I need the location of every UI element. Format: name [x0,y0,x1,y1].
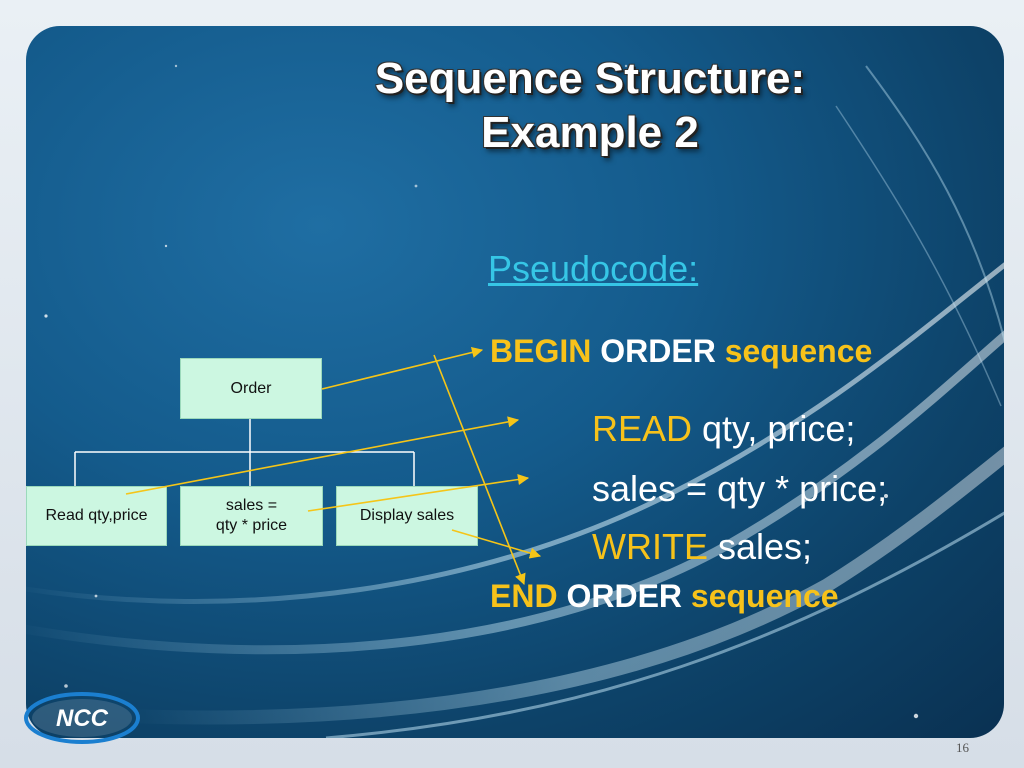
chart-box-sales-line-1: sales = [225,497,278,514]
code-line-end: END ORDER sequence [490,578,839,615]
read-args: qty, price; [692,408,856,449]
title-line-2: Example 2 [481,108,699,157]
chart-box-sales: sales = qty * price [180,486,323,546]
slide-panel: Sequence Structure: Example 2 [26,26,1004,738]
chart-box-display: Display sales [336,486,478,546]
ncc-logo-text: NCC [56,705,109,732]
title-line-1: Sequence Structure: [374,54,806,103]
chart-box-read-label: Read qty,price [45,507,148,524]
code-line-begin: BEGIN ORDER sequence [490,333,872,370]
pseudocode-heading: Pseudocode: [488,248,699,289]
code-line-read: READ qty, price; [592,408,855,450]
slide-title: Sequence Structure: Example 2 [250,52,930,160]
read-keyword: READ [592,408,693,449]
code-line-assign: sales = qty * price; [592,468,887,510]
ncc-logo-graphic: NCC [24,692,140,744]
chart-box-read: Read qty,price [26,486,167,546]
ncc-logo: NCC [16,684,146,754]
chart-box-order: Order [180,358,322,419]
write-args: sales; [707,526,813,567]
begin-keyword: BEGIN [490,333,592,369]
code-line-write: WRITE sales; [592,526,812,568]
chart-box-order-label: Order [230,379,272,397]
chart-box-sales-line-2: qty * price [215,517,288,534]
page-number: 16 [956,740,969,755]
chart-box-display-label: Display sales [359,507,455,524]
end-keyword: END [490,578,558,614]
background-swirl [26,64,1004,738]
end-sequence: sequence [690,578,839,614]
end-name: ORDER [566,578,683,614]
begin-sequence: sequence [724,333,873,369]
write-keyword: WRITE [592,526,708,567]
assign-statement: sales = qty * price; [592,468,888,509]
begin-name: ORDER [600,333,716,369]
